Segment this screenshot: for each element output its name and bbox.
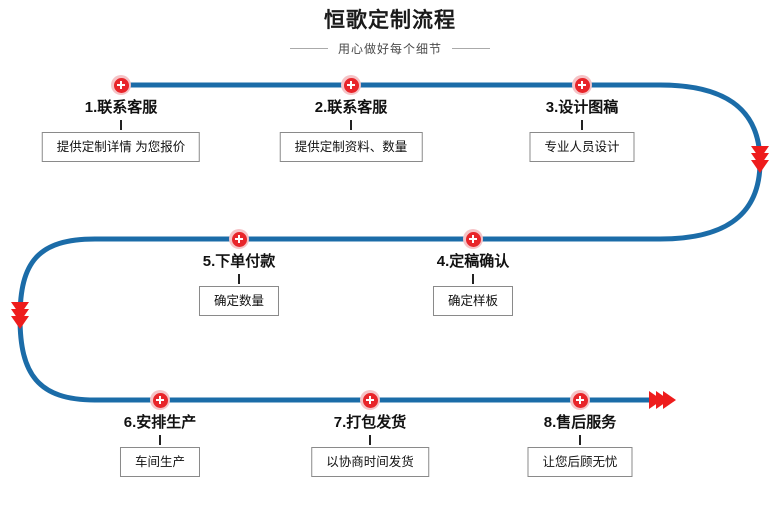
step-desc-box-4: 确定样板 <box>432 286 514 316</box>
page-title: 恒歌定制流程 <box>324 9 456 32</box>
subtitle-rule-left <box>289 48 328 49</box>
chart-header: 恒歌定制流程 用心做好每个细节 <box>0 8 780 57</box>
step-desc-box-2: 提供定制资料、数量 <box>279 132 423 162</box>
arrow-left-uturn-icon <box>11 302 29 329</box>
step-connector-tick-2 <box>350 120 352 130</box>
step-title-4: 4.定稿确认 <box>436 253 510 270</box>
step-title-2: 2.联系客服 <box>314 99 388 116</box>
arrow-end-icon <box>649 391 676 409</box>
arrow-right-uturn-icon <box>751 146 769 173</box>
step-title-6: 6.安排生产 <box>123 414 197 431</box>
flow-line <box>17 82 763 403</box>
step-title-5: 5.下单付款 <box>202 253 276 270</box>
step-marker-plus-icon-3[interactable] <box>572 75 592 95</box>
step-marker-plus-icon-5[interactable] <box>229 229 249 249</box>
step-marker-plus-icon-7[interactable] <box>360 390 380 410</box>
page-subtitle: 用心做好每个细节 <box>337 42 442 56</box>
step-desc-box-3: 专业人员设计 <box>529 132 635 162</box>
step-title-8: 8.售后服务 <box>543 414 617 431</box>
step-marker-plus-icon-6[interactable] <box>150 390 170 410</box>
step-connector-tick-6 <box>159 435 161 445</box>
step-connector-tick-8 <box>579 435 581 445</box>
step-marker-plus-icon-1[interactable] <box>111 75 131 95</box>
step-connector-tick-5 <box>238 274 240 284</box>
step-marker-plus-icon-2[interactable] <box>341 75 361 95</box>
subtitle-row: 用心做好每个细节 <box>0 40 780 57</box>
step-title-3: 3.设计图稿 <box>545 99 619 116</box>
step-marker-plus-icon-8[interactable] <box>570 390 590 410</box>
step-desc-box-8: 让您后顾无忧 <box>527 447 633 477</box>
step-desc-box-7: 以协商时间发货 <box>311 447 429 477</box>
step-connector-tick-7 <box>369 435 371 445</box>
step-title-7: 7.打包发货 <box>333 414 407 431</box>
step-title-1: 1.联系客服 <box>84 99 158 116</box>
step-marker-plus-icon-4[interactable] <box>463 229 483 249</box>
step-connector-tick-3 <box>581 120 583 130</box>
step-connector-tick-1 <box>120 120 122 130</box>
subtitle-rule-right <box>452 48 490 49</box>
step-connector-tick-4 <box>472 274 474 284</box>
step-desc-box-5: 确定数量 <box>198 286 280 316</box>
step-desc-box-1: 提供定制详情 为您报价 <box>41 132 201 162</box>
step-desc-box-6: 车间生产 <box>119 447 201 477</box>
